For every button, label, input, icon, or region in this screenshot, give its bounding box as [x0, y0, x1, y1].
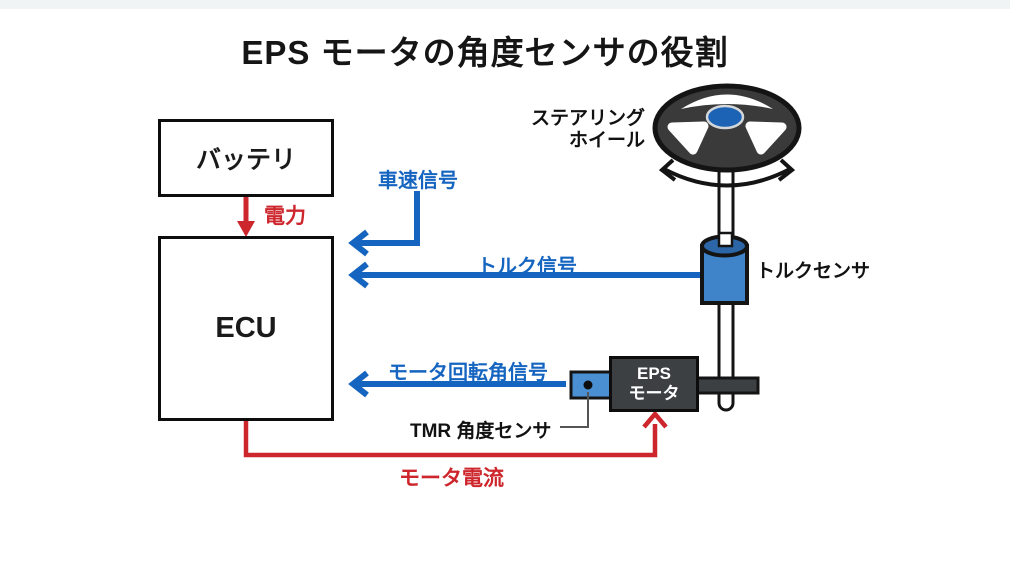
wheel-top-slot [681, 94, 773, 109]
ecu-node: ECU [158, 236, 334, 421]
motor-angle-arrow [348, 370, 566, 398]
battery-node: バッテリ [158, 119, 334, 197]
top-strip [0, 0, 1010, 9]
steering-wheel [652, 83, 802, 173]
vehicle-speed-arrow [348, 191, 420, 257]
steering-wheel-label: ステアリング ホイール [515, 108, 645, 152]
eps-motor-label-line1: EPS [636, 363, 672, 383]
ecu-label: ECU [215, 312, 277, 344]
steering-wheel-label-line1: ステアリング [530, 108, 645, 129]
wheel-hub [705, 104, 745, 130]
battery-label: バッテリ [195, 146, 296, 174]
page-title: EPS モータの角度センサの役割 [241, 34, 729, 71]
tmr-connector-line [560, 392, 589, 428]
torque-signal-arrow [348, 261, 700, 289]
power-label: 電力 [264, 205, 306, 228]
tmr-sensor-box [569, 370, 613, 400]
vehicle-speed-label: 車速信号 [378, 170, 458, 192]
eps-motor-label-line2: モータ [628, 384, 680, 403]
steering-wheel-label-line2: ホイール [568, 130, 645, 152]
motor-current-label: モータ電流 [399, 467, 504, 490]
motor-current-arrow [243, 410, 668, 458]
wheel-left-slot [667, 121, 709, 155]
tmr-sensor-label: TMR 角度センサ [410, 421, 552, 442]
eps-motor-node: EPS モータ [609, 356, 699, 412]
torque-sensor-cylinder [700, 231, 749, 305]
rotation-arrows [658, 158, 796, 188]
rack-bar [694, 376, 760, 395]
motor-angle-signal-label: モータ回転角信号 [388, 362, 548, 384]
torque-signal-label: トルク信号 [477, 256, 577, 278]
tmr-sensor-dot [583, 380, 593, 390]
wheel-right-slot [745, 121, 787, 155]
power-arrow [237, 197, 255, 237]
torque-sensor-label: トルクセンサ [756, 261, 871, 282]
